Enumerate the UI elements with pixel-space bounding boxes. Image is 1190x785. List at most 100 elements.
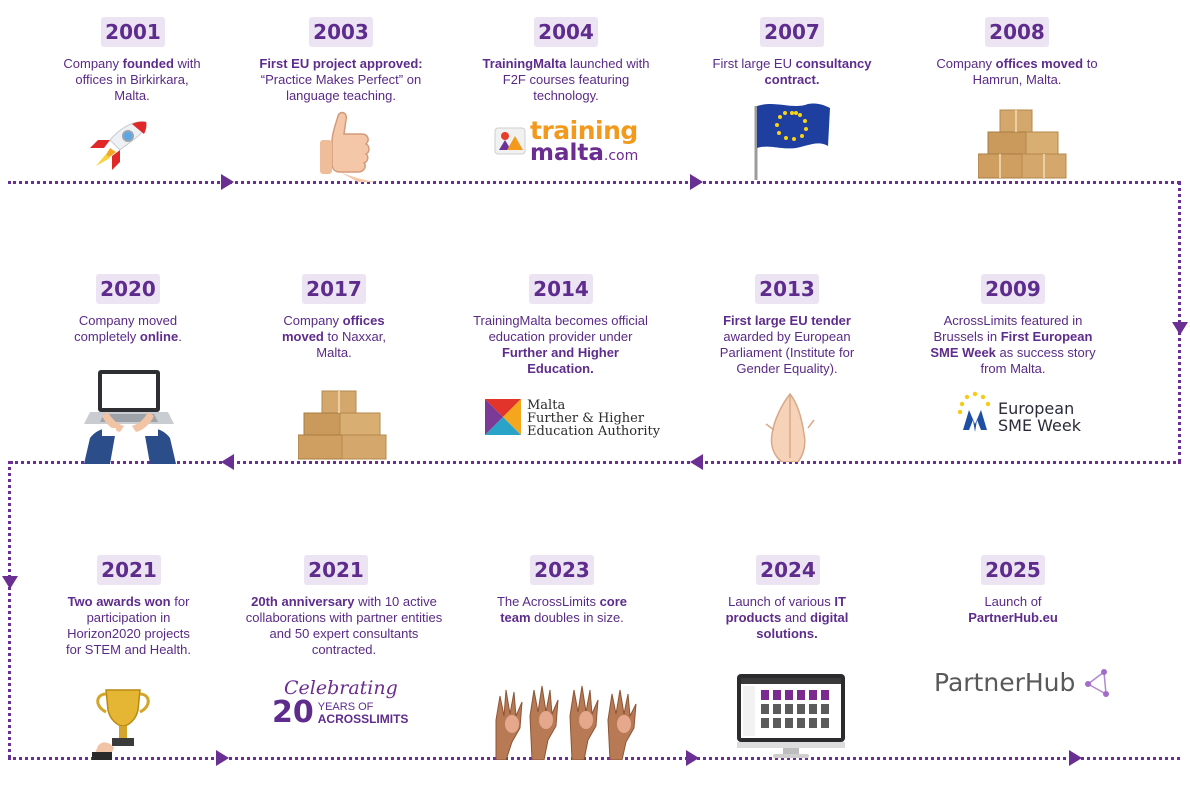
years-of-word: YEARS OF xyxy=(317,700,374,713)
milestone-text-segment: “Practice Makes Perfect” on language tea… xyxy=(260,72,422,103)
milestone-2021-awards-text: Two awards won for participation in Hori… xyxy=(61,594,196,658)
celebrating-word: Celebrating xyxy=(284,677,398,699)
logo-malta-word: malta xyxy=(530,140,604,166)
milestone-text-segment: and xyxy=(781,610,811,625)
milestone-text-segment: Launch of xyxy=(984,594,1042,609)
thumbs-up-icon xyxy=(320,111,376,182)
milestone-text-segment: TrainingMalta xyxy=(482,56,567,71)
year-badge-2023: 2023 xyxy=(530,555,594,585)
milestone-text-segment: . xyxy=(178,329,182,344)
milestone-text-segment: to Naxxar, Malta. xyxy=(316,329,387,360)
milestone-2017-text: Company offices moved to Naxxar, Malta. xyxy=(274,313,394,361)
milestone-text-segment: launched with F2F courses featuring tech… xyxy=(502,56,650,103)
year-badge-2021a: 2021 xyxy=(97,555,161,585)
year-badge-2008: 2008 xyxy=(985,17,1049,47)
milestone-2020-text: Company moved completely online. xyxy=(58,313,198,345)
arrow-right-icon xyxy=(686,750,699,766)
milestone-text-segment: to Hamrun, Malta. xyxy=(972,56,1098,87)
year-badge-2024: 2024 xyxy=(756,555,820,585)
milestone-text-segment: as success story from Malta. xyxy=(980,345,1096,376)
milestone-text-segment: core team xyxy=(500,594,628,625)
milestone-text-segment: Launch of various xyxy=(728,594,835,609)
cardboard-boxes-icon xyxy=(298,390,387,460)
milestone-text-segment: First European SME Week xyxy=(930,329,1093,360)
milestone-2014-text: TrainingMalta becomes official education… xyxy=(473,313,648,377)
year-badge-2003: 2003 xyxy=(309,17,373,47)
year-badge-2021b: 2021 xyxy=(304,555,368,585)
milestone-text-segment: offices moved xyxy=(995,56,1084,71)
eu-flag-icon xyxy=(754,103,830,180)
cardboard-boxes-icon xyxy=(978,109,1067,179)
year-badge-2007: 2007 xyxy=(760,17,824,47)
milestone-text-segment: with offices in Birkirkara, Malta. xyxy=(75,56,201,103)
partnerhub-word: PartnerHub xyxy=(934,668,1076,697)
milestone-text-segment: awarded by European Parliament (Institut… xyxy=(719,329,855,376)
milestone-text-segment: consultancy contract. xyxy=(764,56,872,87)
trainingmalta-logo-icon xyxy=(494,127,526,155)
celebrating-20-years-logo: Celebrating 20 YEARS OF ACROSSLIMITS xyxy=(272,678,422,728)
timeline-row3 xyxy=(8,757,1180,760)
milestone-2008-text: Company offices moved to Hamrun, Malta. xyxy=(927,56,1107,88)
milestone-text-segment: Company moved completely xyxy=(74,313,178,344)
year-badge-2014: 2014 xyxy=(529,274,593,304)
milestone-text-segment: First large EU tender xyxy=(723,313,851,328)
rocket-icon xyxy=(90,121,147,170)
logo-com-word: .com xyxy=(603,148,639,164)
mfhea-line-1: Malta xyxy=(527,398,566,413)
trophy-icon xyxy=(92,689,150,760)
partnerhub-logo: PartnerHub xyxy=(934,668,1075,697)
arrow-down-icon xyxy=(2,576,18,589)
arrow-down-icon xyxy=(1172,322,1188,335)
arrow-left-icon xyxy=(690,454,703,470)
milestone-text-segment: digital solutions. xyxy=(756,610,849,641)
milestone-text-segment: online xyxy=(139,329,179,344)
mfhea-line-3: Education Authority xyxy=(527,424,661,439)
timeline-row2 xyxy=(10,461,1181,464)
logo-training-word: training xyxy=(530,116,638,145)
milestone-text-segment: offices moved xyxy=(281,313,385,344)
milestone-text-segment: for participation in Horizon2020 project… xyxy=(66,594,191,657)
trainingmalta-logo-text: training malta.com xyxy=(530,116,639,166)
milestone-text-segment: founded xyxy=(122,56,174,71)
milestone-2021-anniversary-text: 20th anniversary with 10 active collabor… xyxy=(244,594,444,658)
timeline-left-connector xyxy=(8,461,11,758)
arrow-right-icon xyxy=(690,174,703,190)
sme-line-1: European xyxy=(998,399,1075,418)
milestone-text-segment: Company xyxy=(283,313,343,328)
milestone-text-segment: Company xyxy=(936,56,996,71)
year-badge-2001: 2001 xyxy=(101,17,165,47)
milestone-text-segment: Further and Higher Education. xyxy=(501,345,619,376)
clapping-hands-icon xyxy=(765,392,815,462)
year-badge-2004: 2004 xyxy=(534,17,598,47)
year-badge-2009: 2009 xyxy=(981,274,1045,304)
milestone-text-segment: 20th anniversary xyxy=(251,594,355,609)
arrow-right-icon xyxy=(216,750,229,766)
milestone-text-segment: with 10 active collaborations with partn… xyxy=(245,594,443,657)
milestone-2004-text: TrainingMalta launched with F2F courses … xyxy=(471,56,661,104)
year-badge-2017: 2017 xyxy=(302,274,366,304)
year-badge-2020: 2020 xyxy=(96,274,160,304)
acrosslimits-word: ACROSSLIMITS xyxy=(317,711,409,726)
milestone-2023-text: The AcrossLimits core team doubles in si… xyxy=(492,594,632,626)
mfhea-logo-icon xyxy=(485,399,521,435)
milestone-2013-text: First large EU tender awarded by Europea… xyxy=(702,313,872,377)
milestone-text-segment: IT products xyxy=(725,594,846,625)
milestone-2003-text: First EU project approved: “Practice Mak… xyxy=(246,56,436,104)
arrow-left-icon xyxy=(221,454,234,470)
milestone-2007-text: First large EU consultancy contract. xyxy=(712,56,872,88)
sme-line-2: SME Week xyxy=(998,416,1081,435)
milestone-2001-text: Company founded with offices in Birkirka… xyxy=(57,56,207,104)
milestone-2009-text: AcrossLimits featured in Brussels in Fir… xyxy=(923,313,1103,377)
milestone-text-segment: Company xyxy=(63,56,123,71)
timeline-row1 xyxy=(8,181,1180,184)
milestone-text-segment: doubles in size. xyxy=(530,610,624,625)
milestone-text-segment: The AcrossLimits xyxy=(496,594,600,609)
mfhea-logo-text: Malta Further & Higher Education Authori… xyxy=(527,399,660,438)
year-badge-2013: 2013 xyxy=(755,274,819,304)
arrow-right-icon xyxy=(221,174,234,190)
mfhea-line-2: Further & Higher xyxy=(527,411,645,426)
sme-week-logo-icon xyxy=(957,391,991,432)
milestone-text-segment: First large EU xyxy=(712,56,796,71)
milestone-text-segment: First EU project approved: xyxy=(259,56,423,71)
milestone-text-segment: PartnerHub.eu xyxy=(968,610,1058,625)
